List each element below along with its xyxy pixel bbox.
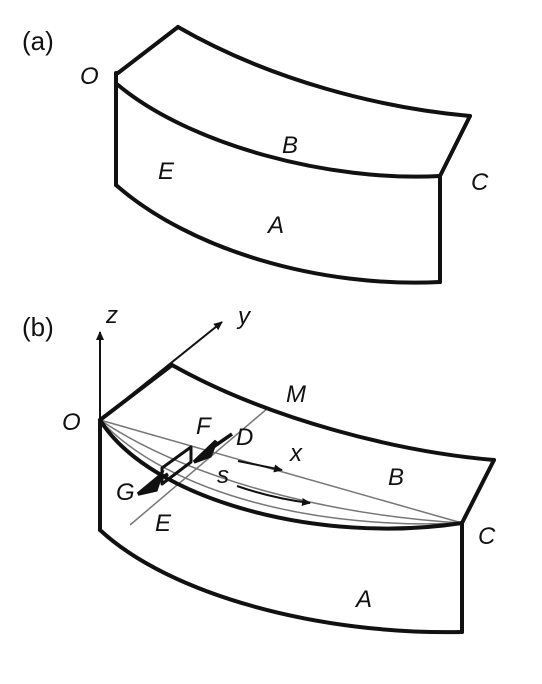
panel-b-top-left-edge [98,363,174,422]
panel-a-point-A: A [266,212,284,239]
panel-a-top-back-edge [176,25,472,118]
panel-a [114,25,472,285]
panel-b-construction-lines [99,407,463,526]
axis-label-z: z [105,302,118,329]
panel-b-label: (b) [22,312,54,342]
axis-label-y: y [236,303,252,330]
panel-a-top-front-edge [116,83,442,179]
panel-b-point-C: C [478,523,496,550]
panel-b-point-E: E [155,510,172,537]
s-arrow [236,485,311,506]
panel-a-right-edge [438,114,472,178]
panel-b-direction-arrows [236,460,311,506]
panel-a-point-B: B [282,132,298,159]
panel-b-top-front-edge [98,418,464,531]
panel-b-point-F: F [196,413,212,440]
force-G-arrowhead [136,469,165,496]
panel-a-point-O: O [80,63,99,90]
axis-label-x: x [289,440,303,467]
panel-a-bottom-edge [114,183,442,285]
line-E-M [129,407,269,526]
panel-a-point-E: E [158,158,175,185]
panel-b-solid [98,363,496,635]
panel-b-top-back-edge [170,363,496,462]
panel-b-point-G: G [116,479,135,506]
inner-curve-1 [99,419,463,524]
panel-b-bottom-edge [98,528,464,635]
panel-a-top-left-edge [116,25,180,75]
panel-b-forces [136,432,233,496]
panel-b-point-D: D [236,424,253,451]
panel-a-point-C: C [471,169,489,196]
panel-b-point-A: A [354,586,372,613]
force-F-arrowhead [192,439,218,464]
panel-b-right-edge [460,458,496,525]
panel-b-point-M: M [286,381,306,408]
x-arrow [237,460,283,473]
panel-a-label: (a) [22,26,54,56]
inner-curve-2 [99,419,463,525]
panel-b-point-s: s [217,462,229,489]
panel-b-point-O: O [62,409,81,436]
panel-b-point-B: B [388,464,404,491]
